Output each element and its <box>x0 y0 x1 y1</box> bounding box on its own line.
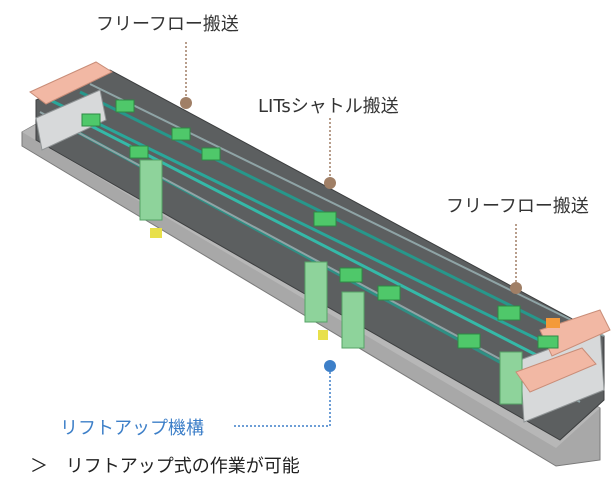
leg-1 <box>139 159 163 221</box>
orange-block <box>546 318 560 328</box>
pallet-9 <box>457 333 481 349</box>
label-lift-up: リフトアップ機構 <box>60 418 204 439</box>
pallet-4 <box>129 145 149 159</box>
pallet-6 <box>313 211 337 227</box>
rail-5 <box>39 111 581 403</box>
leg-4 <box>499 351 523 405</box>
yellow-block-1 <box>150 228 162 238</box>
callout-line-lift-up <box>232 372 331 427</box>
bottom-note-bullet: ＞ <box>30 456 48 477</box>
leg-3 <box>341 291 365 349</box>
callout-dot-lift-up <box>324 360 336 372</box>
rail-6 <box>89 83 605 337</box>
pallet-7 <box>339 267 363 283</box>
rail-1 <box>49 98 591 367</box>
callout-dot-free-flow-top <box>180 97 192 109</box>
label-lits-shuttle: LITsシャトル搬送 <box>258 96 399 117</box>
end-unit-left <box>29 61 114 105</box>
pallet-8 <box>377 285 401 301</box>
side-plate-left <box>35 89 107 151</box>
callout-dot-free-flow-right <box>510 282 522 294</box>
pallet-3 <box>171 127 191 141</box>
bottom-note: ＞ リフトアップ式の作業が可能 <box>30 452 300 478</box>
label-free-flow-top: フリーフロー搬送 <box>96 14 239 35</box>
yellow-block-2 <box>318 330 328 340</box>
pallet-10 <box>497 305 521 321</box>
pallet-11 <box>537 335 559 349</box>
pallet-2 <box>115 99 135 113</box>
pallet-5 <box>201 147 221 161</box>
pallet-1 <box>81 113 101 127</box>
leg-2 <box>304 261 328 323</box>
label-free-flow-right: フリーフロー搬送 <box>446 196 589 217</box>
bottom-note-text: リフトアップ式の作業が可能 <box>65 456 300 477</box>
callout-dot-lits-shuttle <box>324 177 336 189</box>
end-unit-right-2 <box>515 347 597 393</box>
